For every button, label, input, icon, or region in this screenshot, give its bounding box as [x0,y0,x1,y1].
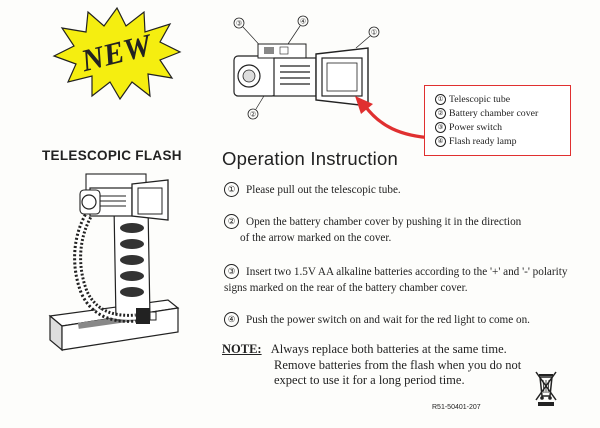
section-title: Operation Instruction [222,148,398,169]
note-block: NOTE: Always replace both batteries at t… [222,342,522,387]
telescopic-flash-illustration [48,173,180,352]
callout-1: ① [371,29,377,37]
crossed-bin-icon [535,371,557,406]
new-starburst-badge: NEW [52,6,182,101]
callout-4: ④ [300,18,306,26]
red-pointer-arrow [355,96,434,140]
note-label: NOTE: [222,342,262,356]
flash-unit-diagram: ③ ④ ① ② [233,15,380,120]
product-code: R51-50401-207 [432,404,481,411]
product-title: TELESCOPIC FLASH [42,148,182,163]
callout-2: ② [250,111,256,119]
callout-3: ③ [236,20,242,28]
